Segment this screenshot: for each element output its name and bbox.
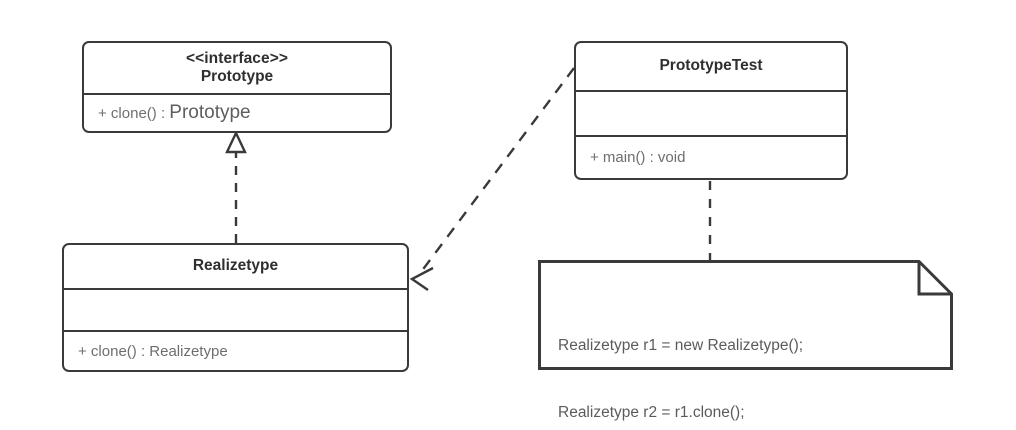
note-box[interactable]: Realizetype r1 = new Realizetype(); Real… bbox=[538, 260, 953, 421]
realizetype-class-name: Realizetype bbox=[192, 257, 279, 275]
class-box-realizetype[interactable]: Realizetype + clone() : Realizetype bbox=[62, 243, 409, 372]
edge-realization bbox=[225, 130, 247, 243]
class-box-prototype[interactable]: <<interface>> Prototype + clone() : Prot… bbox=[82, 41, 392, 133]
realizetype-methods-compartment: + clone() : Realizetype bbox=[64, 330, 407, 370]
prototype-header-compartment: <<interface>> Prototype bbox=[84, 43, 390, 93]
prototype-test-header-compartment: PrototypeTest bbox=[576, 43, 846, 90]
note-code-line-2: Realizetype r2 = r1.clone(); bbox=[558, 404, 745, 422]
class-box-prototype-test[interactable]: PrototypeTest + main() : void bbox=[574, 41, 848, 180]
realizetype-header-compartment: Realizetype bbox=[64, 245, 407, 288]
realizetype-attributes-compartment bbox=[64, 288, 407, 330]
note-code-text: Realizetype r1 = new Realizetype(); Real… bbox=[558, 290, 803, 430]
note-folded-corner-icon bbox=[917, 261, 952, 296]
edge-dependency bbox=[409, 67, 575, 291]
note-code-line-1: Realizetype r1 = new Realizetype(); bbox=[558, 336, 804, 354]
prototype-test-method-main: + main() : void bbox=[590, 149, 686, 166]
prototype-test-class-name: PrototypeTest bbox=[659, 57, 763, 75]
prototype-test-methods-compartment: + main() : void bbox=[576, 135, 846, 178]
prototype-class-name: Prototype bbox=[200, 67, 274, 85]
note-box-shape bbox=[538, 260, 953, 370]
prototype-stereotype: <<interface>> bbox=[185, 49, 289, 67]
realizetype-method-clone: + clone() : Realizetype bbox=[78, 342, 228, 360]
prototype-test-attributes-compartment bbox=[576, 90, 846, 135]
note-outline bbox=[538, 260, 953, 370]
realization-hollow-triangle-arrowhead bbox=[225, 130, 247, 154]
dependency-open-arrowhead bbox=[409, 266, 434, 291]
prototype-method-clone-return: Prototype bbox=[169, 102, 251, 123]
prototype-methods-compartment: + clone() : Prototype bbox=[84, 93, 390, 131]
prototype-method-clone-label: + clone() : bbox=[98, 104, 170, 122]
dependency-dashed-line bbox=[417, 67, 575, 277]
